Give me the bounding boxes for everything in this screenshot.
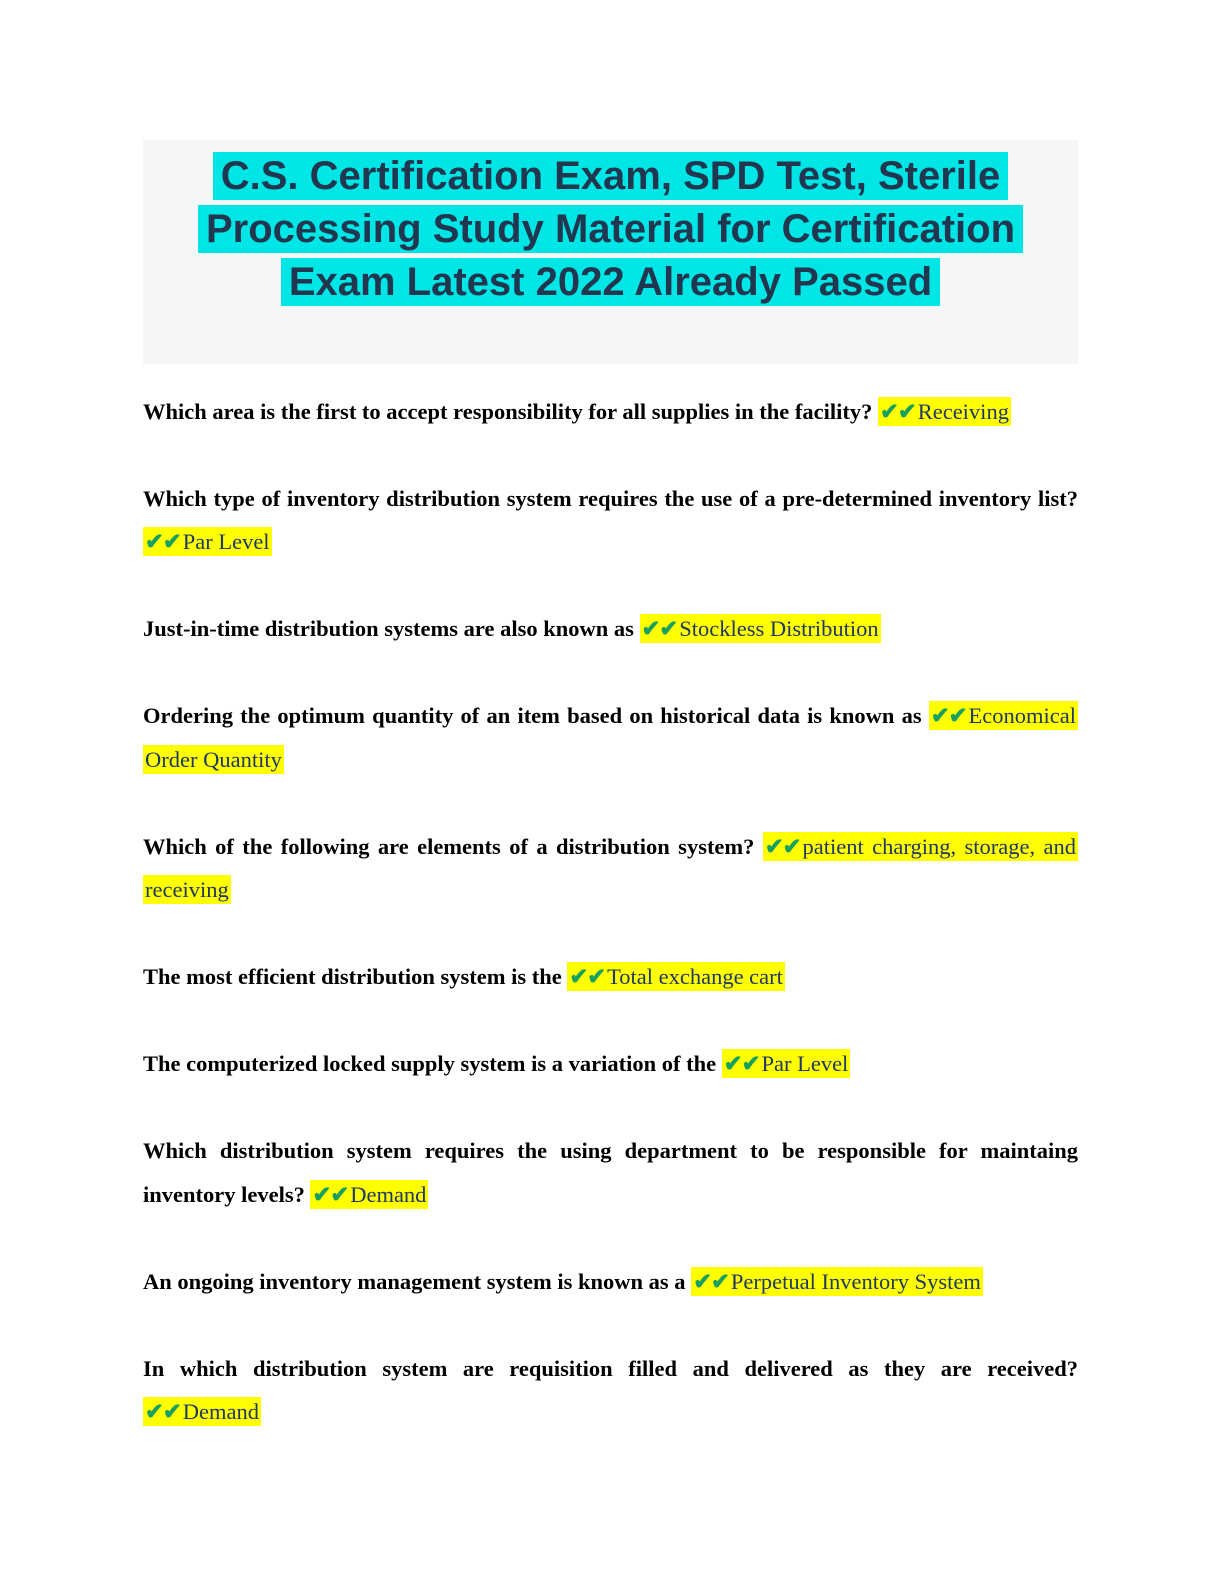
answer-text: Par Level — [761, 1051, 849, 1077]
checkmark-icon: ✔✔ — [693, 1268, 730, 1294]
checkmark-icon: ✔✔ — [880, 398, 917, 424]
answer-text: patient charging, storage, and receiving — [145, 833, 1076, 902]
question-text: Just-in-time distribution systems are al… — [143, 616, 640, 642]
qa-list: Which area is the first to accept respon… — [143, 390, 1078, 1434]
answer-text: Total exchange cart — [607, 964, 783, 990]
answer-highlight: ✔✔Total exchange cart — [567, 962, 785, 992]
question-text: Which type of inventory distribution sys… — [143, 485, 1078, 511]
qa-item: Which area is the first to accept respon… — [143, 390, 1078, 433]
qa-item: An ongoing inventory management system i… — [143, 1260, 1078, 1303]
question-text: Which area is the first to accept respon… — [143, 398, 878, 424]
answer-text: Economical Order Quantity — [145, 703, 1076, 772]
question-text: Which distribution system requires the u… — [143, 1138, 1078, 1207]
qa-item: Which distribution system requires the u… — [143, 1129, 1078, 1215]
checkmark-icon: ✔✔ — [145, 1399, 182, 1425]
checkmark-icon: ✔✔ — [569, 964, 606, 990]
answer-text: Perpetual Inventory System — [730, 1268, 981, 1294]
qa-item: The computerized locked supply system is… — [143, 1042, 1078, 1085]
answer-highlight: ✔✔Demand — [310, 1179, 429, 1209]
checkmark-icon: ✔✔ — [930, 703, 968, 729]
question-text: Which of the following are elements of a… — [143, 833, 763, 859]
answer-highlight: ✔✔Par Level — [143, 526, 272, 556]
qa-item: Which of the following are elements of a… — [143, 825, 1078, 911]
question-text: The most efficient distribution system i… — [143, 964, 568, 990]
qa-item: The most efficient distribution system i… — [143, 955, 1078, 998]
checkmark-icon: ✔✔ — [641, 616, 679, 642]
checkmark-icon: ✔✔ — [312, 1181, 349, 1207]
checkmark-icon: ✔✔ — [723, 1051, 761, 1077]
answer-highlight: ✔✔Demand — [143, 1397, 261, 1427]
title-block: C.S. Certification Exam, SPD Test, Steri… — [143, 140, 1078, 364]
question-text: Ordering the optimum quantity of an item… — [143, 703, 929, 729]
question-text: An ongoing inventory management system i… — [143, 1268, 692, 1294]
page-title: C.S. Certification Exam, SPD Test, Steri… — [197, 152, 1024, 307]
answer-highlight: ✔✔Receiving — [878, 396, 1011, 426]
checkmark-icon: ✔✔ — [764, 833, 802, 859]
qa-item: Just-in-time distribution systems are al… — [143, 607, 1078, 650]
qa-item: Ordering the optimum quantity of an item… — [143, 694, 1078, 780]
answer-highlight: ✔✔Stockless Distribution — [639, 614, 881, 644]
checkmark-icon: ✔✔ — [145, 528, 182, 554]
answer-text: Par Level — [182, 528, 270, 554]
question-text: In which distribution system are requisi… — [143, 1356, 1078, 1381]
qa-item: Which type of inventory distribution sys… — [143, 477, 1078, 563]
answer-highlight: ✔✔Par Level — [721, 1049, 851, 1079]
answer-highlight: ✔✔Perpetual Inventory System — [691, 1266, 983, 1296]
answer-text: Demand — [350, 1181, 427, 1207]
answer-text: Stockless Distribution — [679, 616, 879, 642]
question-text: The computerized locked supply system is… — [143, 1051, 722, 1077]
qa-item: In which distribution system are requisi… — [143, 1347, 1078, 1433]
answer-text: Demand — [182, 1399, 259, 1425]
answer-text: Receiving — [917, 398, 1009, 424]
